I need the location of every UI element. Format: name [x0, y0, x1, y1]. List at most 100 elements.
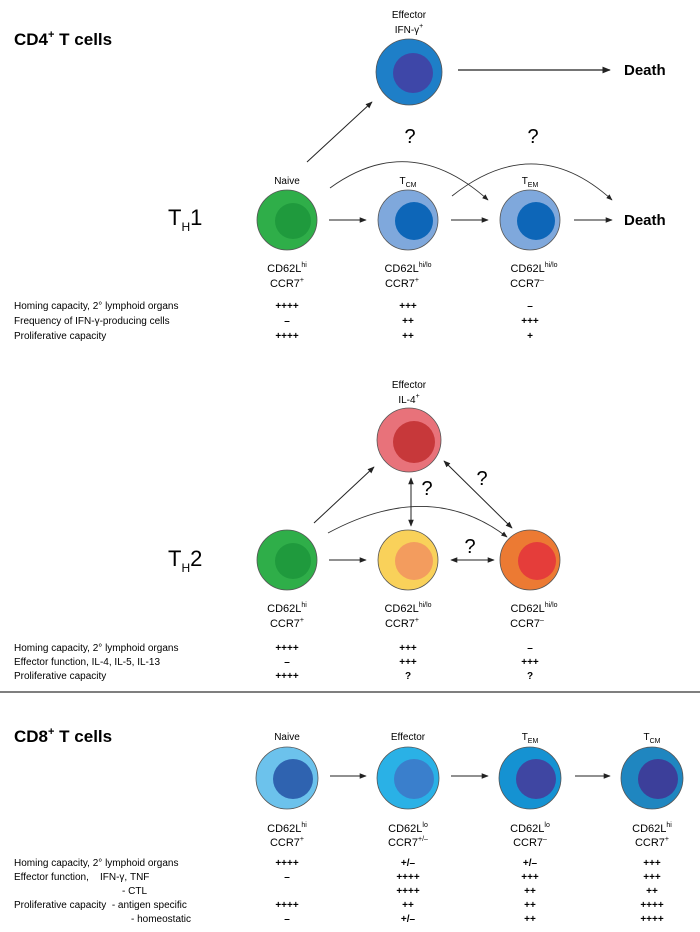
- th2-mid-cell: [377, 529, 439, 591]
- cd8-value: +/–: [401, 858, 416, 869]
- th2-value: +++: [399, 657, 417, 668]
- cd8-value: +/–: [401, 914, 416, 925]
- th2-row-label: Effector function, IL-4, IL-5, IL-13: [14, 657, 160, 668]
- th2-question-3: ?: [464, 536, 475, 558]
- curved-arrow-tcm-to-death: [451, 163, 613, 201]
- th1-naive-ccr7: CCR7+: [270, 277, 304, 290]
- th2-value: +++: [399, 643, 417, 654]
- cd8-value: ++: [402, 900, 414, 911]
- th1-effector-marker: IFN-γ+: [395, 23, 424, 36]
- curved-arrow-naive-to-tem: [329, 161, 489, 201]
- cd4-section-title: CD4+ T cells: [14, 29, 112, 49]
- th2-mid-ccr7: CCR7+: [385, 617, 419, 630]
- th1-value: +++: [521, 316, 539, 327]
- th1-question-2: ?: [527, 126, 538, 148]
- th1-value: –: [284, 316, 290, 327]
- cd8-naive-cd62l: CD62Lhi: [267, 822, 307, 835]
- cd8-value: ++++: [640, 914, 664, 925]
- cd8-value: ++: [646, 886, 658, 897]
- th1-tem-cd62l: CD62Lhi/lo: [510, 262, 557, 275]
- cd8-row-label: - homeostatic: [131, 914, 191, 925]
- th2-value: +++: [521, 657, 539, 668]
- th1-tcm-cell: [377, 189, 439, 251]
- th2-label: TH2: [168, 546, 202, 575]
- cd8-naive-cell: [255, 746, 319, 810]
- th2-value: ++++: [275, 671, 299, 682]
- cd8-tem-ccr7: CCR7–: [513, 836, 547, 849]
- cd8-value: +++: [643, 858, 661, 869]
- cd8-value: ++: [524, 914, 536, 925]
- th1-naive-cell: [256, 189, 318, 251]
- cd8-effector-cd62l: CD62Llo: [388, 822, 428, 835]
- cd8-effector-ccr7: CCR7+/–: [388, 836, 428, 849]
- th1-tem-label: TEM: [522, 176, 539, 189]
- th1-properties-table: Homing capacity, 2° lymphoid organs Freq…: [14, 301, 539, 342]
- th1-value: –: [527, 301, 533, 312]
- cd8-value: –: [284, 872, 290, 883]
- th1-value: +: [527, 331, 533, 342]
- arrow-naive-to-effector-th1: [306, 101, 373, 163]
- cd8-value: +++: [643, 872, 661, 883]
- cd8-row-label: Effector function, IFN-γ, TNF: [14, 872, 149, 883]
- th1-value: ++++: [275, 331, 299, 342]
- th1-row-label: Frequency of IFN-γ-producing cells: [14, 316, 170, 327]
- th1-value: ++: [402, 331, 414, 342]
- th2-naive-ccr7: CCR7+: [270, 617, 304, 630]
- th2-effector-label: Effector: [392, 380, 427, 391]
- cd8-section-title: CD8+ T cells: [14, 726, 112, 746]
- cd8-tcm-cd62l: CD62Lhi: [632, 822, 672, 835]
- cd8-naive-label: Naive: [274, 732, 300, 743]
- cd8-value: ++++: [396, 886, 420, 897]
- cd8-value: ++: [524, 900, 536, 911]
- cd8-value: +/–: [523, 858, 538, 869]
- th1-effector-label: Effector: [392, 10, 427, 21]
- cd8-naive-ccr7: CCR7+: [270, 836, 304, 849]
- th2-effector-marker: IL-4+: [398, 393, 419, 406]
- cd8-value: ++++: [275, 900, 299, 911]
- death-label-right: Death: [624, 212, 666, 229]
- th1-value: ++: [402, 316, 414, 327]
- th1-naive-label: Naive: [274, 176, 300, 187]
- th1-tcm-cd62l: CD62Lhi/lo: [384, 262, 431, 275]
- cd8-row-label: Proliferative capacity - antigen specifi…: [14, 900, 187, 911]
- th2-right-cell: [499, 529, 561, 591]
- th1-tcm-ccr7: CCR7+: [385, 277, 419, 290]
- th1-value: +++: [399, 301, 417, 312]
- th1-tem-ccr7: CCR7–: [510, 277, 544, 290]
- cd8-tcm-ccr7: CCR7+: [635, 836, 669, 849]
- th2-right-ccr7: CCR7–: [510, 617, 544, 630]
- cd8-tcm-cell: [620, 746, 684, 810]
- th2-question-1: ?: [421, 478, 432, 500]
- th2-row-label: Homing capacity, 2° lymphoid organs: [14, 643, 178, 654]
- th2-naive-cell: [256, 529, 318, 591]
- th1-effector-cell: [375, 38, 443, 106]
- th2-mid-cd62l: CD62Lhi/lo: [384, 602, 431, 615]
- th2-value: –: [284, 657, 290, 668]
- cd8-effector-label: Effector: [391, 732, 426, 743]
- th1-question-1: ?: [404, 126, 415, 148]
- th2-value: ?: [405, 671, 411, 682]
- th1-label: TH1: [168, 205, 202, 234]
- th1-row-label: Homing capacity, 2° lymphoid organs: [14, 301, 178, 312]
- th2-properties-table: Homing capacity, 2° lymphoid organs Effe…: [14, 643, 539, 682]
- cd8-value: ++++: [275, 858, 299, 869]
- cd8-tcm-label: TCM: [644, 732, 661, 745]
- th2-value: ++++: [275, 643, 299, 654]
- th2-question-2: ?: [476, 468, 487, 490]
- cd8-effector-cell: [376, 746, 440, 810]
- cd8-value: ++++: [396, 872, 420, 883]
- th2-naive-cd62l: CD62Lhi: [267, 602, 307, 615]
- th2-value: –: [527, 643, 533, 654]
- arrow-naive-to-effector-th2: [313, 466, 375, 524]
- cd8-row-label: Homing capacity, 2° lymphoid organs: [14, 858, 178, 869]
- th1-value: ++++: [275, 301, 299, 312]
- cd8-tem-label: TEM: [522, 732, 539, 745]
- th1-tcm-label: TCM: [400, 176, 417, 189]
- th2-effector-cell: [376, 407, 442, 473]
- th1-tem-cell: [499, 189, 561, 251]
- cd8-value: ++: [524, 886, 536, 897]
- cd8-tem-cell: [498, 746, 562, 810]
- bidirectional-arrow-effector-right: [443, 460, 513, 529]
- th2-right-cd62l: CD62Lhi/lo: [510, 602, 557, 615]
